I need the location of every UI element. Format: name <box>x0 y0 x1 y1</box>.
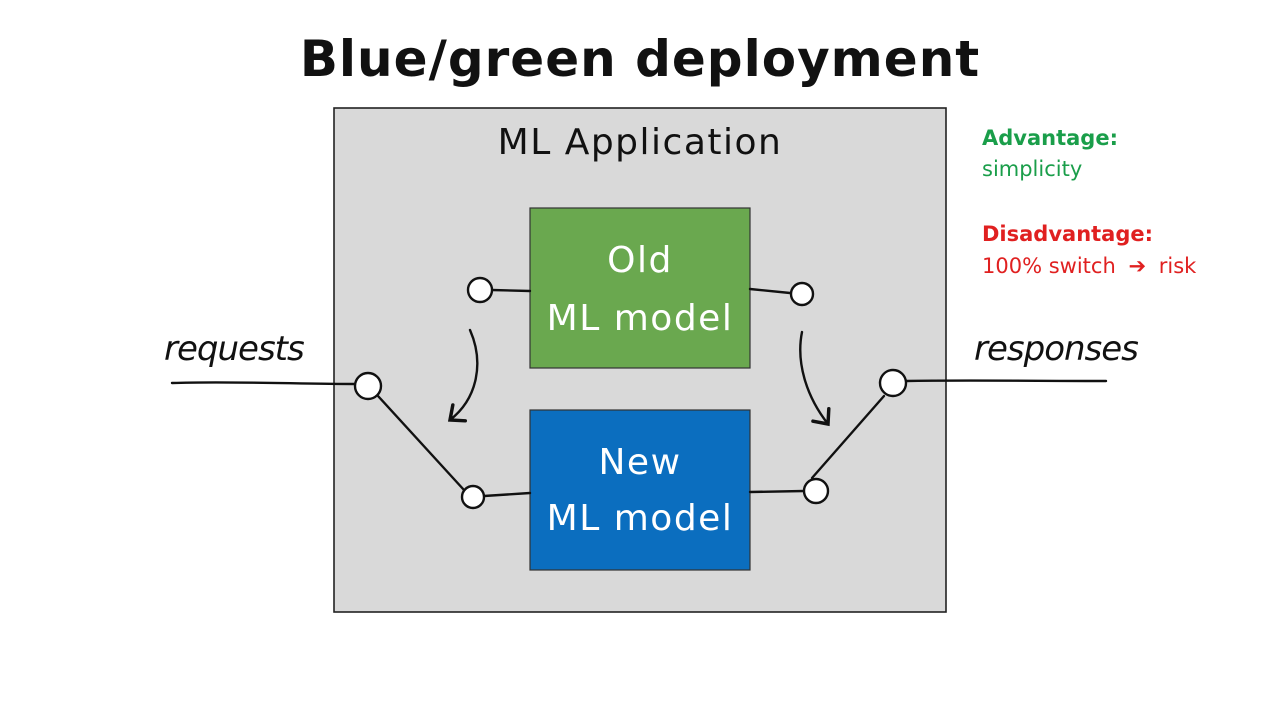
new-model-label-line1: New <box>598 442 681 483</box>
old-model-label-line2: ML model <box>547 298 734 339</box>
disadvantage-body: 100% switch ➔ risk <box>982 254 1197 278</box>
request-entry-port <box>353 371 383 401</box>
responses-label: responses <box>974 329 1138 369</box>
input-switch-lever <box>376 394 466 492</box>
new-model-input-wire <box>482 491 532 498</box>
response-exit-port <box>878 368 908 398</box>
disadvantage-heading: Disadvantage: <box>982 222 1153 246</box>
right-arrow-icon: ➔ <box>1128 254 1146 278</box>
old-model-label-line1: Old <box>607 240 673 281</box>
input-switch-arrow <box>447 328 479 423</box>
diagram-title: Blue/green deployment <box>300 30 980 88</box>
disadvantage-suffix: risk <box>1159 254 1197 278</box>
output-switch-lever <box>810 394 886 480</box>
disadvantage-body-text: 100% switch <box>982 254 1116 278</box>
new-model-label-line2: ML model <box>547 498 734 539</box>
new-model-input-port <box>460 484 486 510</box>
old-model-box <box>529 207 751 369</box>
advantage-heading: Advantage: <box>982 126 1118 150</box>
new-model-output-port <box>802 477 830 505</box>
old-model-input-wire <box>490 288 532 293</box>
requests-label: requests <box>164 329 304 369</box>
new-model-box <box>529 409 751 571</box>
old-model-output-port <box>789 281 815 307</box>
ml-application-label: ML Application <box>498 122 783 163</box>
requests-line <box>170 381 358 386</box>
old-model-output-wire <box>748 287 792 295</box>
new-model-output-wire <box>748 489 806 494</box>
advantage-body: simplicity <box>982 157 1082 181</box>
output-switch-arrow <box>799 330 831 427</box>
old-model-input-port <box>466 276 494 304</box>
